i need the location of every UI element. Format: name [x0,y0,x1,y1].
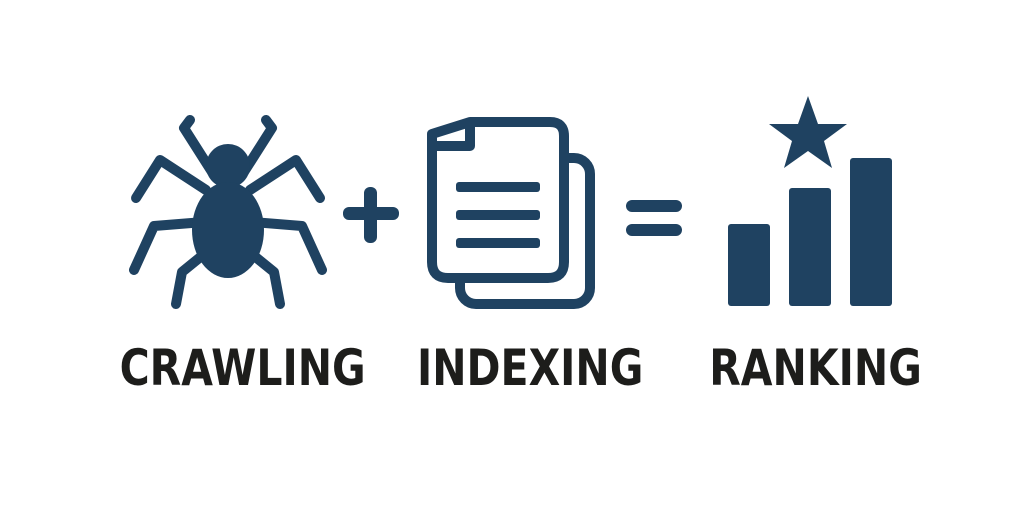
ranking-bar-mid [789,188,831,306]
star-icon [769,96,847,168]
ranking-label: RANKING [709,339,922,397]
ranking-bar-chart-star-icon [728,96,892,306]
indexing-label: INDEXING [416,339,644,397]
documents-icon [427,117,595,309]
ranking-bar-high [850,158,892,306]
equals-icon [626,200,682,236]
plus-icon [343,187,399,243]
spider-icon [129,115,327,309]
crawling-label: CRAWLING [119,339,366,397]
ranking-bar-low [728,224,770,306]
